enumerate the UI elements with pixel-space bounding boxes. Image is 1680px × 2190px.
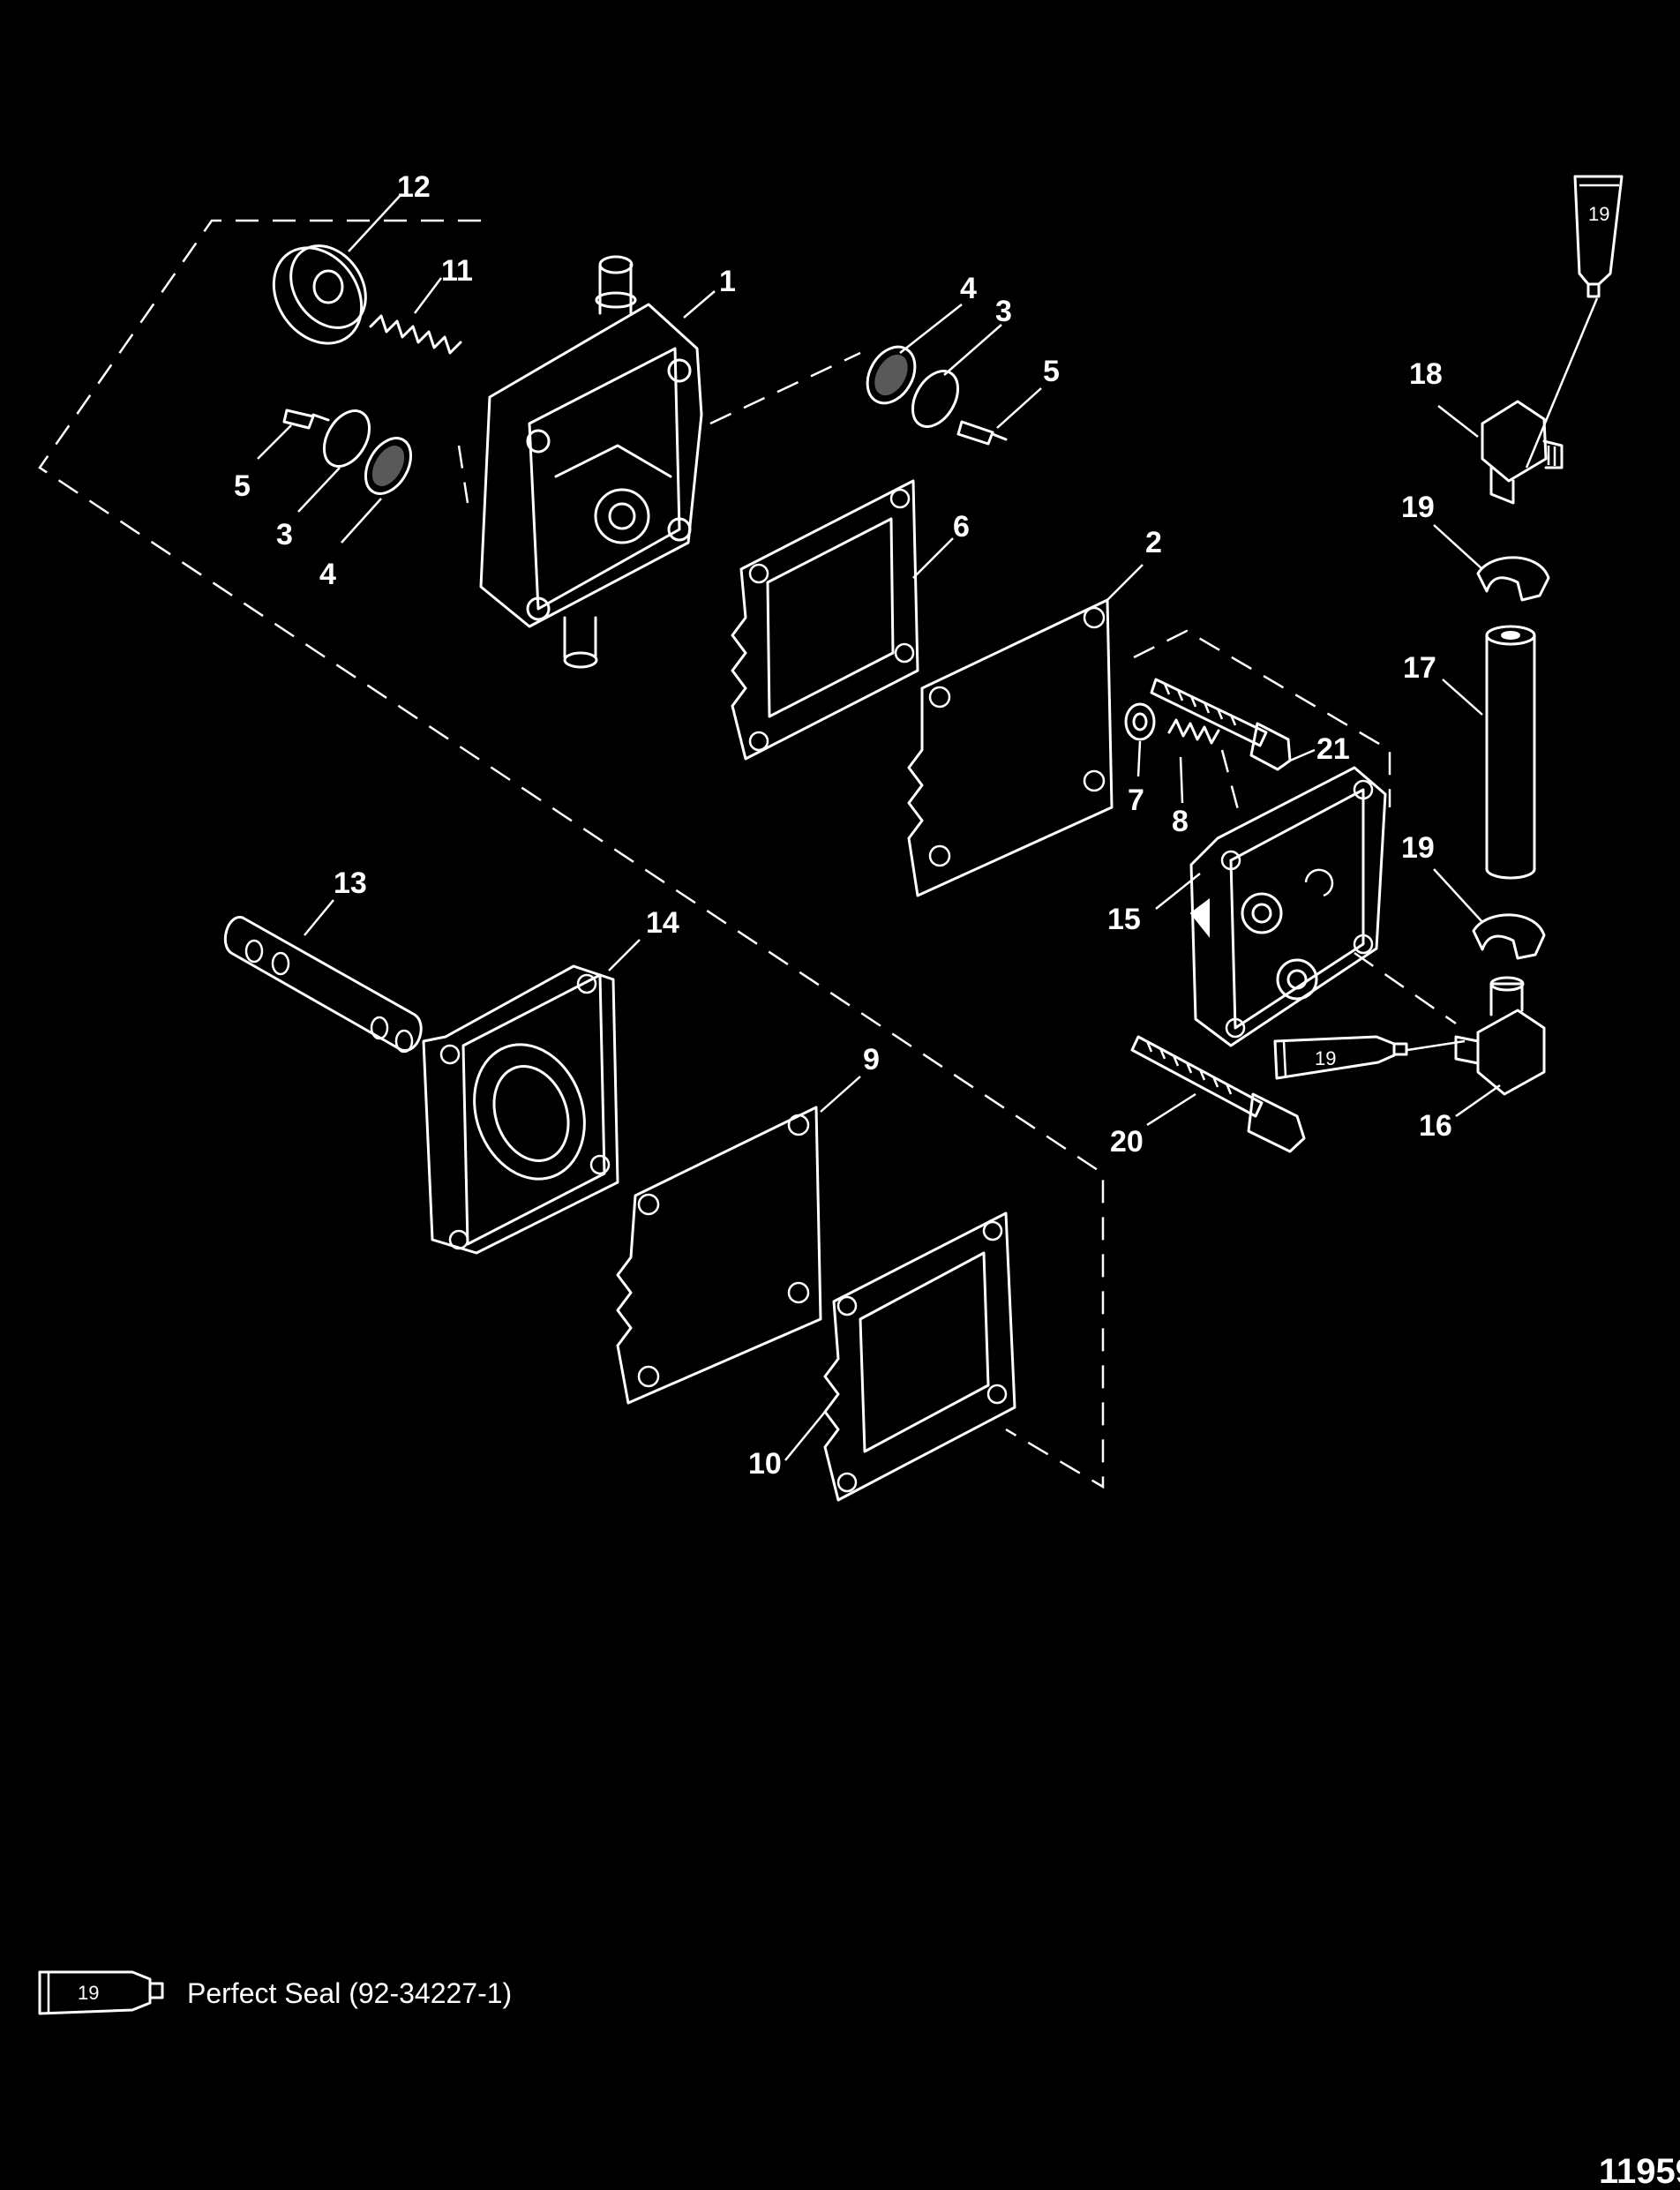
- part-6-gasket: [731, 479, 919, 761]
- legend-sealant-tube-icon: 19: [38, 1970, 164, 2015]
- leader-lines: [257, 193, 1599, 1461]
- part-3-right-check-valve: [911, 370, 960, 428]
- sealant-tube-top-number: 19: [1588, 203, 1609, 225]
- callout-19-upper: 19: [1401, 491, 1435, 524]
- callout-3-left: 3: [276, 518, 293, 551]
- part-14-plate: [422, 964, 619, 1255]
- callout-4-left: 4: [319, 558, 336, 591]
- callout-20: 20: [1110, 1125, 1144, 1159]
- callout-9: 9: [863, 1043, 880, 1076]
- part-9-diaphragm: [616, 1106, 822, 1405]
- callout-15: 15: [1107, 903, 1141, 936]
- sealant-tube-mid-number: 19: [1315, 1047, 1336, 1069]
- callout-5-right: 5: [1043, 355, 1060, 388]
- part-2-diaphragm: [907, 598, 1114, 897]
- part-3-left-check-valve: [322, 409, 371, 468]
- callout-18: 18: [1409, 357, 1443, 391]
- callout-4-right: 4: [960, 272, 977, 305]
- part-4-left-screen: [364, 437, 413, 495]
- part-4-right-screen: [866, 345, 917, 405]
- callout-16: 16: [1419, 1109, 1452, 1143]
- part-12-cap: [272, 244, 367, 345]
- part-7-washer: [1124, 702, 1156, 741]
- part-21-screw: [1150, 678, 1292, 771]
- callout-10: 10: [748, 1447, 782, 1481]
- callout-21: 21: [1316, 732, 1350, 766]
- legend-tube-number: 19: [78, 1982, 99, 2004]
- callout-12: 12: [397, 170, 431, 204]
- sealant-tube-mid: 19: [1273, 1035, 1408, 1080]
- callout-8: 8: [1172, 805, 1189, 838]
- callout-7: 7: [1128, 784, 1144, 817]
- part-20-screw: [1130, 1035, 1306, 1153]
- part-5-right-valve-screw: [956, 420, 1008, 446]
- part-13-shaft: [223, 916, 423, 1054]
- callout-11: 11: [441, 254, 473, 288]
- part-10-gasket: [823, 1211, 1016, 1502]
- callout-2: 2: [1145, 526, 1162, 559]
- part-5-left-valve-screw: [282, 409, 330, 430]
- part-16-elbow-fitting: [1454, 976, 1546, 1096]
- part-18-elbow-fitting: [1481, 400, 1564, 505]
- callout-3-right: 3: [995, 295, 1012, 328]
- assembly-dashed-lines: [38, 219, 1457, 1489]
- figure-number: 11959: [1599, 2152, 1680, 2190]
- part-17-hose: [1485, 625, 1536, 880]
- part-19-clamp-upper: [1476, 556, 1550, 602]
- callout-17: 17: [1403, 651, 1436, 685]
- part-11-spring: [369, 314, 462, 355]
- callout-numbers: 12 11 1 5 3 4 4 3 5 6 2 7 8 21 15 20 16 …: [234, 170, 1452, 1481]
- callout-13: 13: [334, 866, 367, 900]
- part-15-housing: [1189, 766, 1387, 1047]
- callout-19-lower: 19: [1401, 831, 1435, 865]
- part-1-pump-body: [479, 255, 703, 669]
- part-8-spring: [1167, 718, 1220, 745]
- callout-5-left: 5: [234, 469, 251, 503]
- callout-14: 14: [646, 906, 679, 940]
- part-19-clamp-lower: [1472, 913, 1546, 960]
- legend: 19 Perfect Seal (92-34227-1): [38, 1970, 512, 2015]
- legend-label: Perfect Seal (92-34227-1): [187, 1977, 512, 2009]
- callout-1: 1: [719, 265, 736, 298]
- callout-6: 6: [953, 510, 970, 544]
- sealant-tube-top: 19: [1573, 175, 1624, 298]
